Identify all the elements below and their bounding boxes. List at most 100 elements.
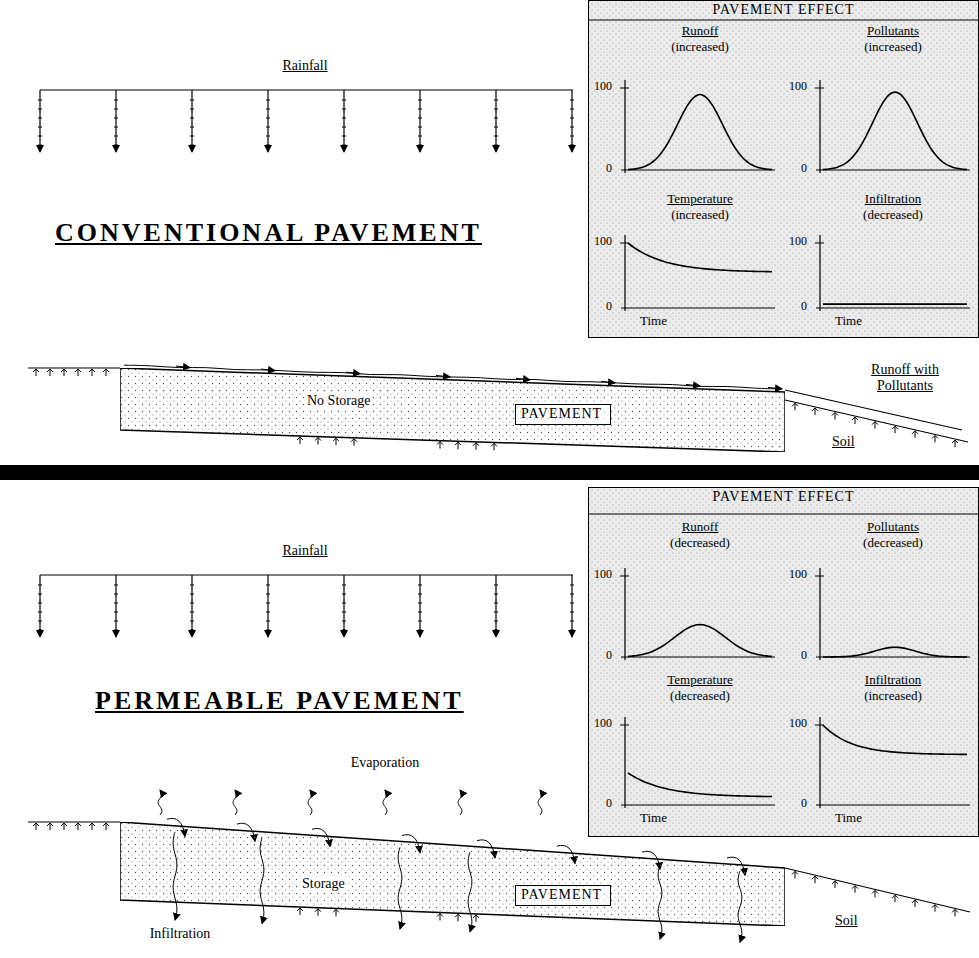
- soil-hatch: [872, 422, 878, 429]
- rain-tick: [190, 585, 194, 586]
- chart-label: Time: [640, 811, 667, 826]
- rain-tick: [342, 109, 346, 110]
- soil-hatch: [832, 412, 838, 419]
- chart-label: (decreased): [863, 536, 923, 551]
- rain-tick: [266, 603, 270, 604]
- axis-value: 0: [801, 162, 807, 176]
- chart-axis: [815, 568, 970, 660]
- ground-hatch: [297, 908, 303, 915]
- axis-value: 100: [789, 568, 807, 582]
- chart-curve: [628, 625, 772, 657]
- runoff-arrow: [601, 381, 615, 383]
- rain-tick: [342, 621, 346, 622]
- axis-value: 0: [801, 300, 807, 314]
- rain-tick: [114, 100, 118, 101]
- ground-hatch: [455, 914, 461, 921]
- rain-tick: [342, 118, 346, 119]
- rain-tick: [266, 109, 270, 110]
- soil-hatch: [792, 871, 798, 878]
- rain-tick: [190, 109, 194, 110]
- chart-label: Temperature: [667, 192, 733, 207]
- rain-tick: [418, 118, 422, 119]
- rain-tick: [494, 585, 498, 586]
- rain-tick: [494, 118, 498, 119]
- axis-value: 0: [606, 162, 612, 176]
- rain-arrow: [343, 90, 344, 152]
- rain-arrow: [571, 575, 572, 637]
- rain-tick: [342, 630, 346, 631]
- rain-tick: [418, 612, 422, 613]
- rain-tick: [114, 585, 118, 586]
- rain-tick: [114, 109, 118, 110]
- chart-axis: [620, 80, 775, 173]
- panel-heading: PAVEMENT EFFECT: [589, 488, 978, 505]
- heading-rule: [588, 19, 979, 20]
- rain-arrow: [39, 575, 40, 637]
- rain-tick: [114, 127, 118, 128]
- soil-hatch: [812, 408, 818, 415]
- rain-tick: [418, 621, 422, 622]
- rain-arrow: [419, 90, 420, 152]
- ground-hatch: [351, 439, 357, 446]
- chart-label: Runoff: [682, 520, 719, 535]
- ground-hatch: [61, 369, 67, 376]
- rain-tick: [570, 603, 574, 604]
- chart-label: (decreased): [670, 689, 730, 704]
- pavement-slab: StoragePAVEMENT: [120, 822, 785, 926]
- rain-tick: [114, 621, 118, 622]
- rain-tick: [494, 127, 498, 128]
- rain-tick: [190, 621, 194, 622]
- pavement-slab: No StoragePAVEMENT: [120, 368, 785, 452]
- rain-arrow: [343, 575, 344, 637]
- rain-tick: [114, 118, 118, 119]
- rain-tick: [570, 145, 574, 146]
- chart-curve: [628, 243, 772, 272]
- rain-tick: [418, 594, 422, 595]
- ground-hatch: [315, 909, 321, 916]
- rain-tick: [570, 109, 574, 110]
- rain-tick: [38, 118, 42, 119]
- runoff-arrow: [261, 369, 275, 371]
- axis-value: 0: [606, 797, 612, 811]
- rain-tick: [114, 603, 118, 604]
- rain-tick: [266, 630, 270, 631]
- axis-value: 100: [789, 80, 807, 94]
- ground-line: [28, 821, 120, 822]
- rain-tick: [342, 603, 346, 604]
- rain-tick: [266, 621, 270, 622]
- chart-curve: [823, 647, 967, 657]
- diagram-label: Soil: [832, 434, 855, 450]
- rain-tick: [190, 612, 194, 613]
- soil-hatch: [872, 890, 878, 897]
- ground-hatch: [437, 914, 443, 921]
- ground-hatch: [33, 369, 39, 376]
- ground-hatch: [297, 437, 303, 444]
- chart-curve: [823, 725, 967, 754]
- rain-arrow: [419, 575, 420, 637]
- chart-label: Infiltration: [865, 673, 921, 688]
- ground-hatch: [47, 823, 53, 830]
- soil-line: [785, 868, 970, 912]
- rain-arrow: [39, 90, 40, 152]
- diagram-label: Rainfall: [282, 543, 327, 559]
- rain-tick: [418, 100, 422, 101]
- slab-outline: [120, 368, 785, 452]
- rain-tick: [190, 100, 194, 101]
- soil-hatch: [832, 881, 838, 888]
- box-label: PAVEMENT: [521, 406, 605, 422]
- rain-tick: [494, 612, 498, 613]
- rain-tick: [266, 612, 270, 613]
- axis-value: 0: [606, 300, 612, 314]
- slab-label: No Storage: [305, 393, 372, 409]
- evaporation-arrow: [158, 790, 162, 815]
- rain-arrow: [191, 90, 192, 152]
- soil-hatch: [812, 876, 818, 883]
- chart-axis: [620, 717, 775, 808]
- ground-hatch: [103, 369, 109, 376]
- axis-value: 0: [606, 649, 612, 663]
- rain-tick: [266, 100, 270, 101]
- axis-value: 100: [594, 235, 612, 249]
- soil-hatch: [892, 426, 898, 433]
- rain-tick: [418, 145, 422, 146]
- diagram-label: Rainfall: [282, 58, 327, 74]
